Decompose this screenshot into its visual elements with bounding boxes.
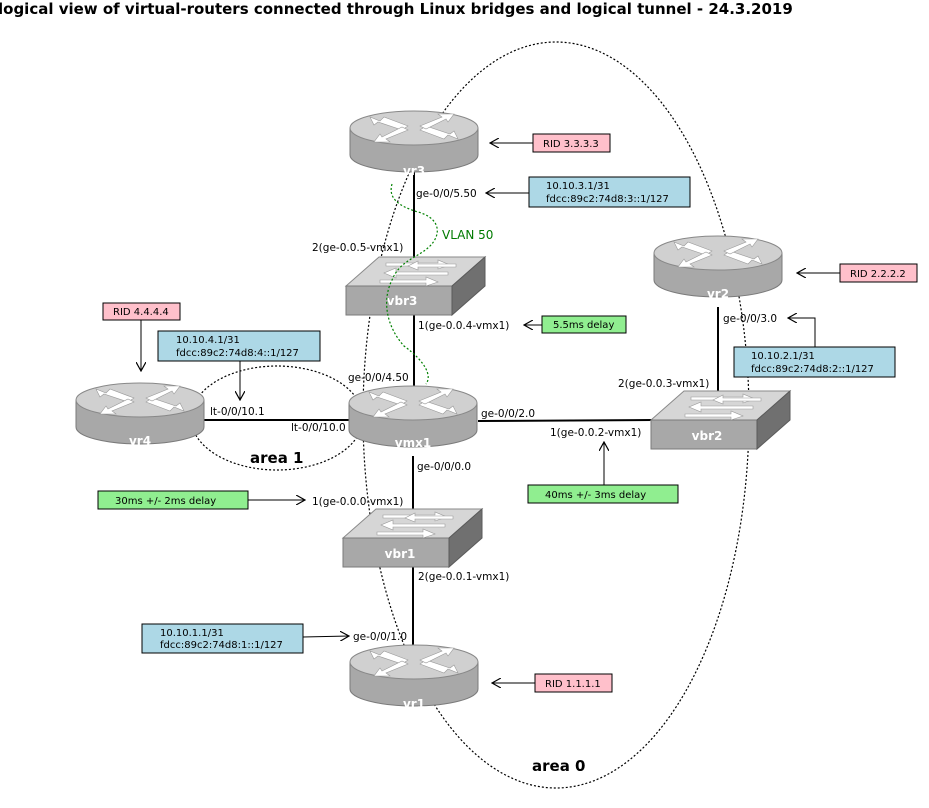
if-vbr3-port1: 1(ge-0.0.4-vmx1)	[418, 320, 509, 332]
if-vr1-ge: ge-0/0/1.0	[353, 631, 407, 643]
if-vr3-ge: ge-0/0/5.50	[416, 188, 477, 200]
router-vmx1-label: vmx1	[395, 436, 431, 450]
addr-vr1-box	[141, 623, 304, 654]
rid-vr2-text: RID 2.2.2.2	[850, 269, 906, 280]
addr-vr3-box	[528, 176, 691, 208]
if-vbr1-port2: 2(ge-0.0.1-vmx1)	[418, 571, 509, 583]
addr-vr2-v4: 10.10.2.1/31	[751, 351, 815, 362]
if-vbr2-port1: 1(ge-0.0.2-vmx1)	[550, 427, 641, 439]
delay-vbr1-text: 30ms +/- 2ms delay	[115, 496, 216, 507]
area-1-label: area 1	[250, 449, 303, 467]
arrow-addr-vr2	[788, 318, 816, 347]
addr-vr1-v6: fdcc:89c2:74d8:1::1/127	[160, 640, 283, 651]
vlan-50-path	[386, 183, 438, 385]
rid-vr3-text: RID 3.3.3.3	[543, 139, 599, 150]
rid-vr1-text: RID 1.1.1.1	[545, 679, 601, 690]
router-vr4-label: vr4	[129, 434, 151, 448]
if-vmx1-ge0: ge-0/0/0.0	[417, 461, 471, 473]
router-vr2-label: vr2	[707, 287, 729, 301]
router-vr3-label: vr3	[403, 164, 425, 178]
addr-vr4-v4: 10.10.4.1/31	[176, 335, 240, 346]
if-vbr3-port2: 2(ge-0.0.5-vmx1)	[312, 242, 403, 254]
rid-vr4-text: RID 4.4.4.4	[113, 307, 169, 318]
addr-vr3-v4: 10.10.3.1/31	[546, 181, 610, 192]
if-vmx1-ge4: ge-0/0/4.50	[348, 372, 409, 384]
area-0-label: area 0	[532, 757, 585, 775]
if-vmx1-ge2: ge-0/0/2.0	[481, 408, 535, 420]
vlan-label: VLAN 50	[442, 228, 493, 242]
router-vr1-label: vr1	[403, 697, 425, 711]
if-vr4-lt: lt-0/0/10.1	[210, 406, 265, 418]
diagram-title: logical view of virtual-routers connecte…	[0, 0, 793, 18]
addr-vr4-v6: fdcc:89c2:74d8:4::1/127	[176, 348, 299, 359]
if-vmx1-lt: lt-0/0/10.0	[291, 422, 346, 434]
addr-vr1-v4: 10.10.1.1/31	[160, 628, 224, 639]
bridge-vbr3-label: vbr3	[387, 294, 418, 308]
router-vr3-icon	[349, 110, 479, 173]
delay-vbr3-text: 5.5ms delay	[553, 320, 614, 331]
delay-vbr2-text: 40ms +/- 3ms delay	[545, 490, 646, 501]
bridge-vbr1-label: vbr1	[385, 547, 416, 561]
delay-vbr2-box	[527, 484, 679, 504]
if-vbr1-port1: 1(ge-0.0.0-vmx1)	[312, 496, 403, 508]
addr-vr4-box	[157, 330, 321, 362]
arrow-addr-vr1	[302, 636, 349, 637]
addr-vr2-box	[733, 346, 896, 378]
addr-vr3-v6: fdcc:89c2:74d8:3::1/127	[546, 194, 669, 205]
if-vr2-ge: ge-0/0/3.0	[723, 313, 777, 325]
link-vmx1-vbr2	[477, 419, 653, 422]
addr-vr2-v6: fdcc:89c2:74d8:2::1/127	[751, 364, 874, 375]
bridge-vbr2-label: vbr2	[692, 429, 723, 443]
if-vbr2-port2: 2(ge-0.0.3-vmx1)	[618, 378, 709, 390]
